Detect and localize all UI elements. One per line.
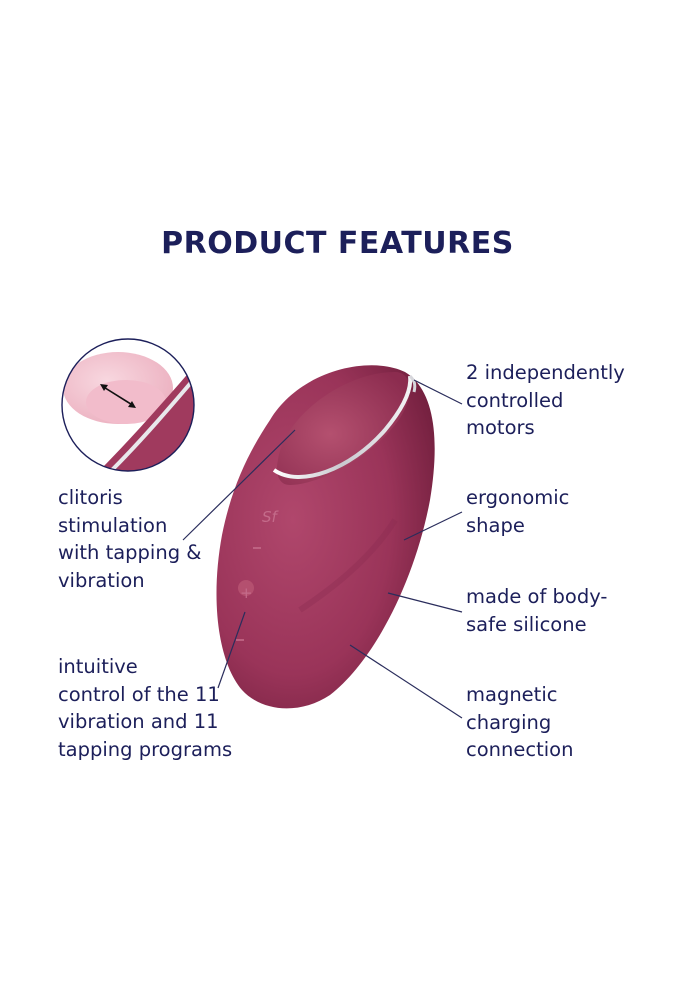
feature-motors: 2 independently controlled motors bbox=[466, 361, 625, 439]
detail-inset bbox=[61, 338, 195, 472]
brand-logo-icon: Sf bbox=[262, 508, 280, 526]
power-button-icon bbox=[238, 580, 254, 596]
feature-clitoris-stimulation: clitoris stimulation with tapping & vibr… bbox=[58, 486, 202, 592]
feature-magnetic-charging: magnetic charging connection bbox=[466, 683, 574, 761]
product-body: Sf + bbox=[216, 365, 435, 709]
leader-lines bbox=[182, 379, 463, 719]
plus-button-icon: + bbox=[240, 584, 253, 602]
page-title: PRODUCT FEATURES bbox=[161, 226, 514, 261]
feature-body-safe-silicone: made of body- safe silicone bbox=[466, 585, 608, 636]
feature-ergonomic-shape: ergonomic shape bbox=[466, 486, 570, 537]
feature-intuitive-control: intuitive control of the 11 vibration an… bbox=[58, 655, 233, 761]
